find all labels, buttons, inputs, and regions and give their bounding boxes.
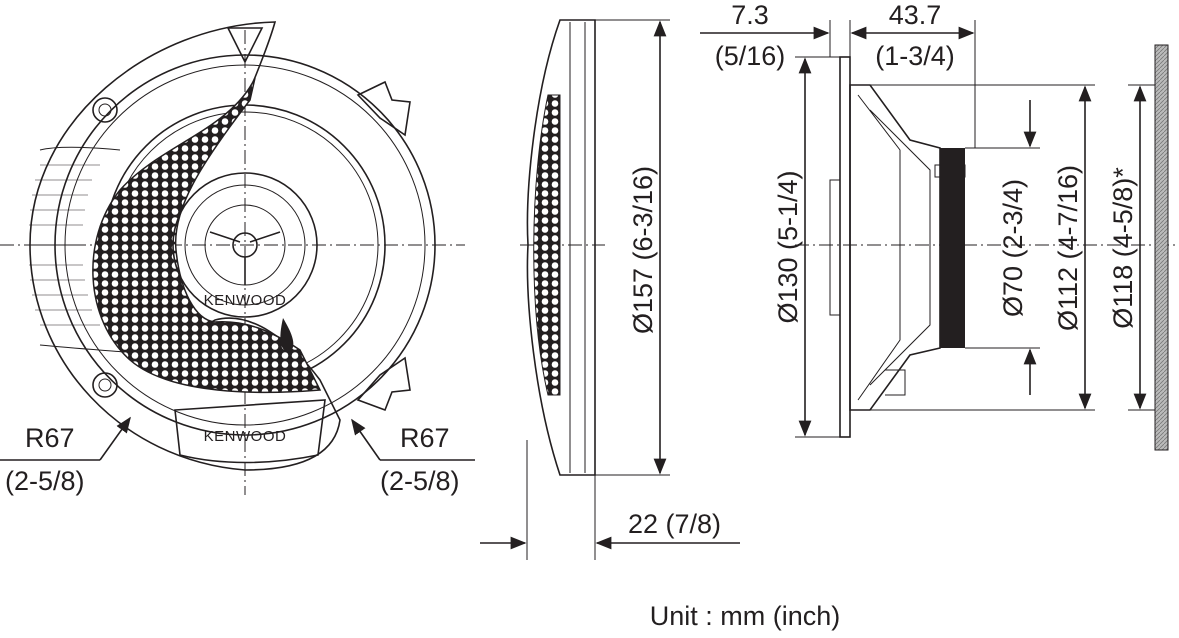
radius-left-label: R67	[25, 423, 75, 453]
d130-label: Ø130 (5-1/4)	[773, 170, 803, 323]
d70-label: Ø70 (2-3/4)	[998, 179, 1028, 317]
radius-left-inch: (2-5/8)	[5, 466, 85, 496]
tweeter-brand: KENWOOD	[204, 292, 287, 309]
mount-depth-label: 43.7	[889, 0, 942, 30]
d118-label: Ø118 (4-5/8)*	[1108, 167, 1138, 329]
mounting-panel	[1154, 44, 1169, 451]
side-view: Ø157 (6-3/16) 22 (7/8)	[480, 19, 740, 560]
radius-right-inch: (2-5/8)	[380, 466, 460, 496]
brand-badge	[174, 399, 326, 464]
unit-note: Unit : mm (inch)	[650, 601, 841, 631]
outer-diameter-label: Ø157 (6-3/16)	[628, 166, 658, 334]
magnet	[940, 148, 965, 348]
flange-thickness-label: 7.3	[731, 0, 769, 30]
flange-thickness-inch: (5/16)	[715, 41, 786, 71]
triangle-mark-icon	[226, 27, 264, 64]
d112-label: Ø112 (4-7/16)	[1053, 165, 1083, 331]
front-view: KENWOOD KENWOOD R67 (2-5/8) R67 (2-5/8)	[0, 21, 475, 496]
mount-depth-inch: (1-3/4)	[875, 41, 955, 71]
tweeter	[172, 172, 318, 318]
depth-label: 22 (7/8)	[628, 509, 721, 539]
screw-icon	[92, 97, 118, 123]
profile-view: 7.3 (5/16) 43.7 (1-3/4) Ø130 (5-1/4) Ø70…	[700, 0, 1175, 451]
radius-right-label: R67	[400, 423, 450, 453]
flange	[839, 56, 851, 438]
basket	[849, 84, 941, 411]
grille-mesh	[92, 77, 322, 394]
screw-icon	[92, 372, 118, 398]
grille-brand: KENWOOD	[204, 428, 287, 445]
